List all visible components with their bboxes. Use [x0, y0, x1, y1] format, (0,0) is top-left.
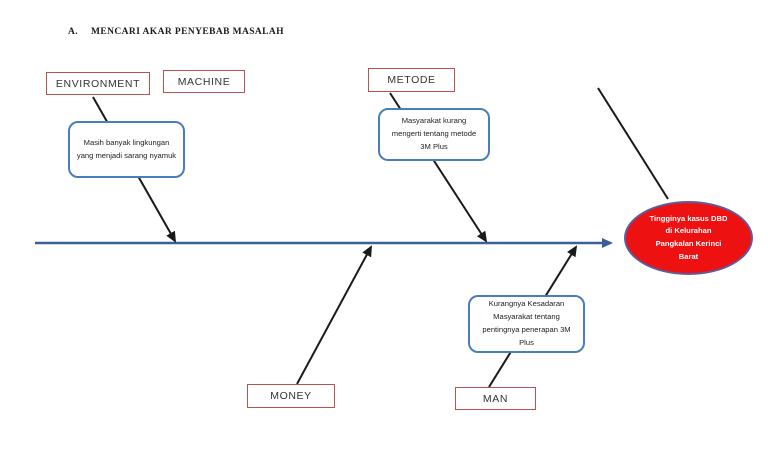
page-title-prefix: A.	[68, 27, 79, 37]
category-label-environment: ENVIRONMENT	[55, 77, 141, 90]
cause-text-environment: Masih banyak lingkungan yang menjadi sar…	[76, 137, 177, 160]
category-box-money: MONEY	[247, 384, 335, 408]
category-label-money: MONEY	[270, 390, 312, 402]
effect-text-line: di Kelurahan	[665, 226, 712, 236]
branch-effect-line	[597, 87, 669, 200]
category-box-environment: ENVIRONMENT	[46, 72, 150, 95]
category-box-metode: METODE	[368, 68, 455, 92]
category-box-machine: MACHINE	[163, 70, 245, 93]
page-title-text: MENCARI AKAR PENYEBAB MASALAH	[91, 27, 284, 37]
effect-ellipse: Tingginya kasus DBD di Kelurahan Pangkal…	[624, 201, 753, 275]
cause-text-man: Kurangnya Kesadaran Masyarakat tentang p…	[482, 299, 571, 347]
effect-text-line: Tingginya kasus DBD	[649, 213, 728, 223]
category-box-man: MAN	[455, 387, 536, 410]
category-label-machine: MACHINE	[177, 75, 231, 88]
page-title: A. MENCARI AKAR PENYEBAB MASALAH	[68, 27, 284, 37]
cause-box-man: Kurangnya Kesadaran Masyarakat tentang p…	[468, 295, 585, 353]
cause-text-metode: Masyarakat kurang mengerti tentang metod…	[391, 116, 477, 151]
effect-text-line: Barat	[678, 251, 699, 261]
cause-box-metode: Masyarakat kurang mengerti tentang metod…	[378, 108, 490, 161]
effect-text-line: Pangkalan Kerinci	[655, 239, 722, 248]
category-label-metode: METODE	[387, 74, 436, 86]
cause-box-environment: Masih banyak lingkungan yang menjadi sar…	[68, 121, 185, 178]
category-label-man: MAN	[482, 392, 509, 405]
branch-money-line	[296, 245, 372, 385]
